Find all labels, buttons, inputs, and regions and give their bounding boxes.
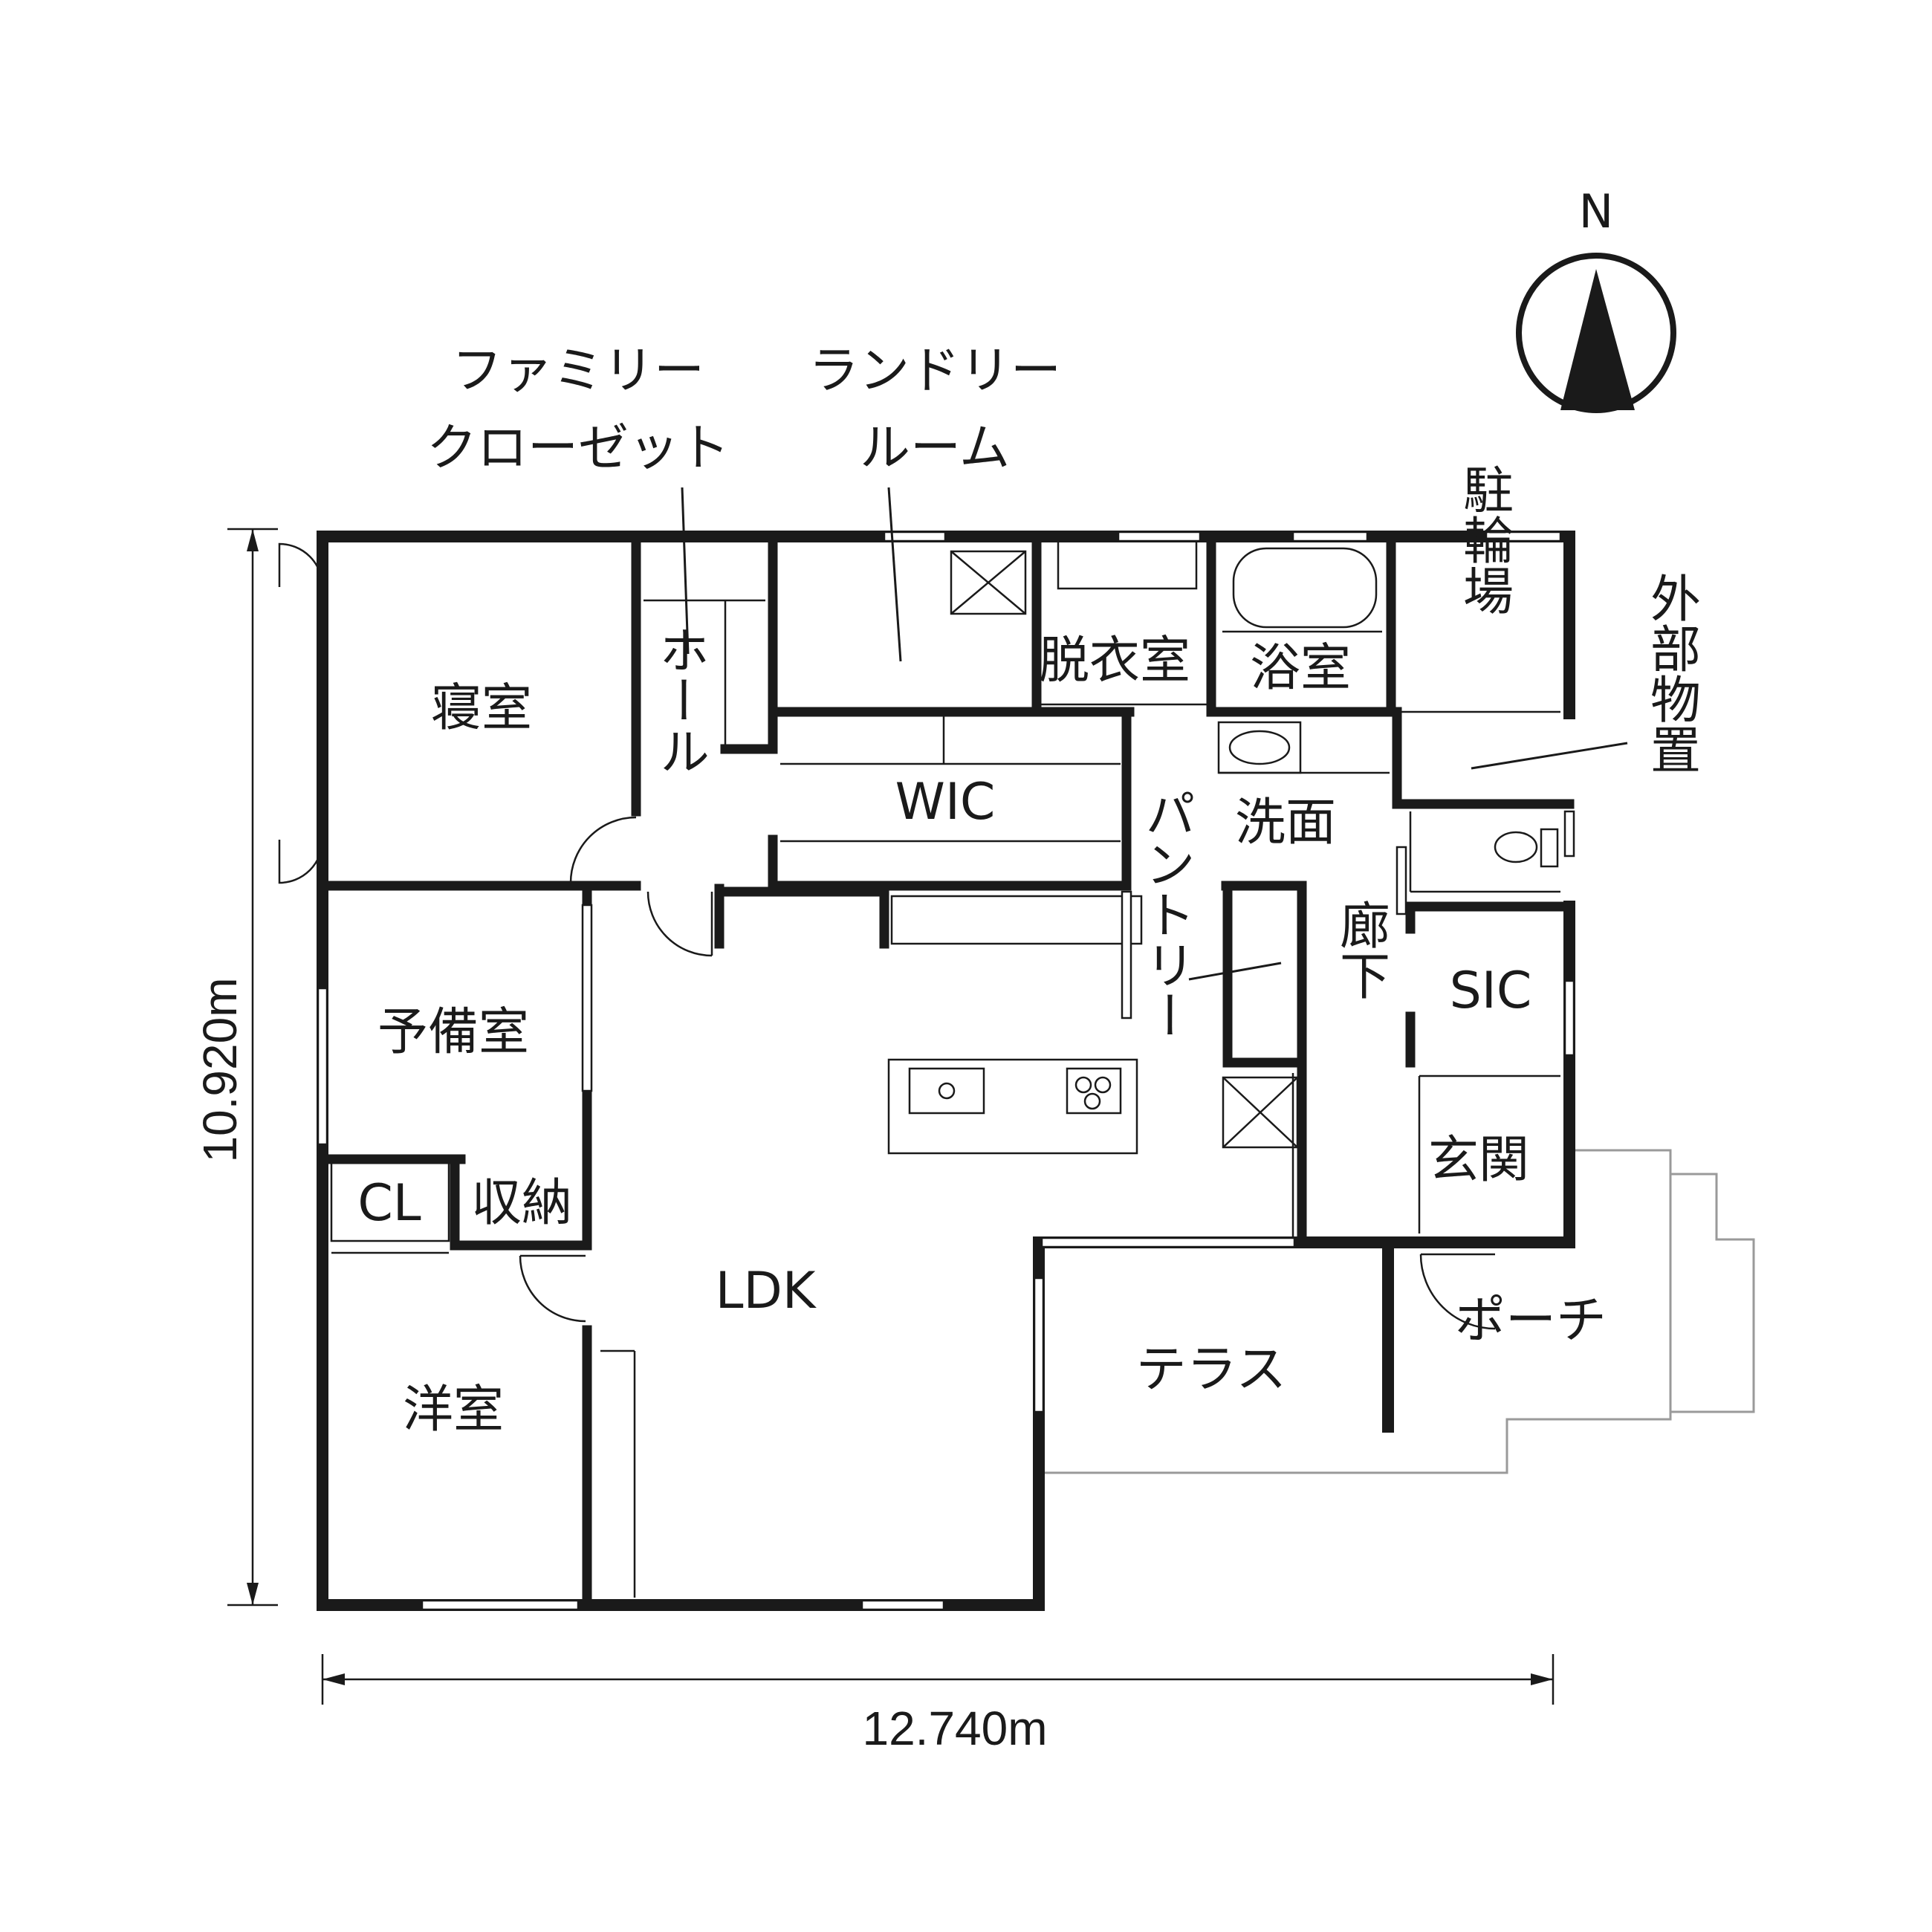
entrance-label: 玄関: [1428, 1131, 1529, 1190]
compass-north-label: N: [1579, 184, 1613, 239]
family-closet-label-line1: ファミリー: [452, 342, 704, 401]
bath-label: 浴室: [1250, 639, 1351, 698]
family-closet-label-line2: クローゼット: [427, 419, 730, 478]
bedroom-label: 寝室: [431, 679, 532, 738]
leader-lines: [681, 487, 1628, 981]
windows: [317, 531, 1575, 1611]
dressing-room-label: 脱衣室: [1039, 632, 1190, 690]
western-room-label: 洋室: [403, 1381, 504, 1439]
terrace-outline: [1040, 1149, 1755, 1474]
laundry-room-label-line2: ルーム: [860, 419, 1010, 478]
height-dimension-label: 10.920m: [193, 977, 247, 1162]
width-dimension-label: 12.740m: [862, 1702, 1047, 1755]
fixtures: [330, 535, 1560, 1598]
porch-label: ポーチ: [1455, 1291, 1607, 1350]
terrace-label: テラス: [1136, 1341, 1287, 1399]
storage-label: 収納: [471, 1174, 572, 1233]
sic-label: SIC: [1450, 962, 1532, 1020]
spare-room-label: 予備室: [377, 1003, 529, 1062]
washroom-label: 洗面: [1235, 794, 1336, 852]
hall-label: ホール: [650, 624, 709, 776]
wic-label: WIC: [895, 773, 996, 832]
exterior-storage-label: 外部物置: [1641, 572, 1700, 774]
corridor-label: 廊下: [1331, 899, 1390, 1000]
bike-parking-label: 駐輪場: [1454, 464, 1513, 615]
pantry-label: パントリー: [1136, 788, 1195, 1040]
north-compass-icon: [1516, 253, 1676, 413]
laundry-room-label-line1: ランドリー: [808, 342, 1061, 401]
ldk-label: LDK: [716, 1262, 817, 1320]
cl-label: CL: [357, 1174, 421, 1233]
dimension-lines: [227, 528, 1555, 1705]
door-swings: [278, 542, 1496, 1330]
